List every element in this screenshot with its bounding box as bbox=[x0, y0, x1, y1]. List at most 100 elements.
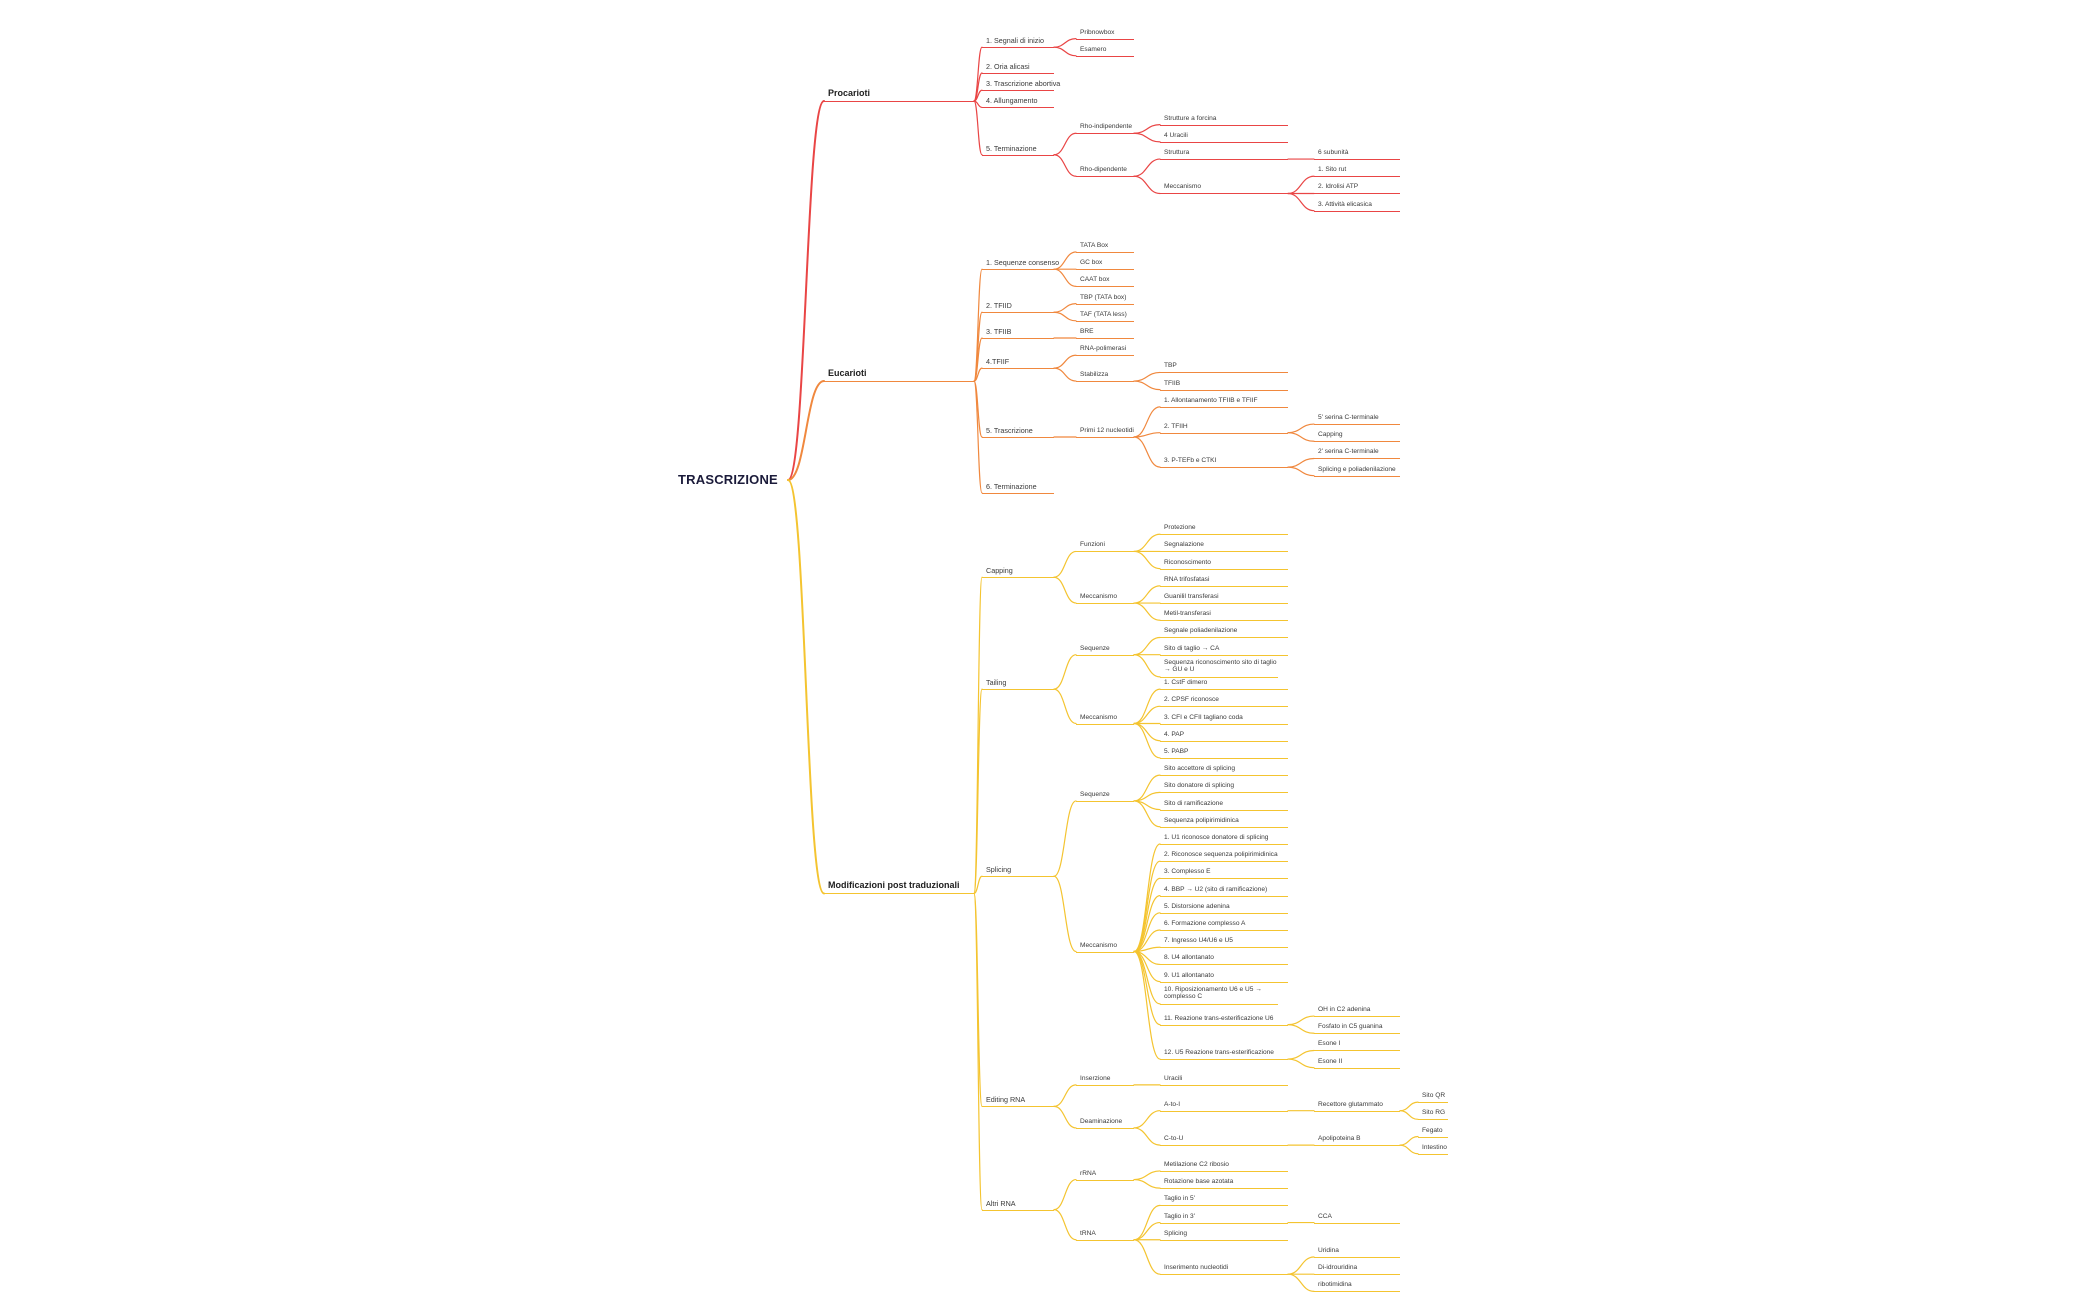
node-pribnowbox[interactable]: Pribnowbox bbox=[1080, 28, 1115, 36]
node-cca[interactable]: CCA bbox=[1318, 1212, 1332, 1220]
node-meccanismo[interactable]: Meccanismo bbox=[1080, 713, 1118, 721]
node-uracili[interactable]: Uracili bbox=[1164, 1074, 1183, 1082]
node-esone-i[interactable]: Esone I bbox=[1318, 1040, 1341, 1048]
node-stabilizza[interactable]: Stabilizza bbox=[1080, 371, 1109, 379]
node-struttura[interactable]: Struttura bbox=[1164, 149, 1190, 157]
node-1-u1-riconosce-donatore-di-splicing[interactable]: 1. U1 riconosce donatore di splicing bbox=[1164, 833, 1269, 841]
node-5-distorsione-adenina[interactable]: 5. Distorsione adenina bbox=[1164, 902, 1230, 910]
node-recettore-glutammato[interactable]: Recettore glutammato bbox=[1318, 1100, 1383, 1108]
node-rho-indipendente[interactable]: Rho-indipendente bbox=[1080, 123, 1133, 131]
node-esamero[interactable]: Esamero bbox=[1080, 45, 1107, 53]
node-strutture-a-forcina[interactable]: Strutture a forcina bbox=[1164, 114, 1217, 122]
node-7-ingresso-u4-u6-e-u5[interactable]: 7. Ingresso U4/U6 e U5 bbox=[1164, 937, 1233, 945]
node-5-trascrizione[interactable]: 5. Trascrizione bbox=[986, 425, 1033, 435]
node-splicing-e-poliadenilazione[interactable]: Splicing e poliadenilazione bbox=[1318, 465, 1396, 473]
node-9-u1-allontanato[interactable]: 9. U1 allontanato bbox=[1164, 971, 1214, 979]
node-editing-rna[interactable]: Editing RNA bbox=[986, 1095, 1026, 1105]
node-metil-transferasi[interactable]: Metil-transferasi bbox=[1164, 610, 1211, 618]
node-metilazione-c2-ribosio[interactable]: Metilazione C2 ribosio bbox=[1164, 1160, 1229, 1168]
node-taglio-in-3[interactable]: Taglio in 3' bbox=[1164, 1212, 1195, 1220]
node-segnale-poliadenilazione[interactable]: Segnale poliadenilazione bbox=[1164, 627, 1238, 635]
node-taf-tata-less[interactable]: TAF (TATA less) bbox=[1080, 310, 1127, 318]
node-rho-dipendente[interactable]: Rho-dipendente bbox=[1080, 166, 1127, 174]
node-protezione[interactable]: Protezione bbox=[1164, 524, 1196, 532]
node-sequenza-riconoscimento-sito-di-taglio-g[interactable]: Sequenza riconoscimento sito di taglio →… bbox=[1164, 658, 1277, 674]
node-meccanismo[interactable]: Meccanismo bbox=[1080, 941, 1118, 949]
node-4-uracili[interactable]: 4 Uracili bbox=[1164, 131, 1188, 139]
node-guanilil-transferasi[interactable]: Guanilil transferasi bbox=[1164, 593, 1219, 601]
node-altri-rna[interactable]: Altri RNA bbox=[986, 1198, 1016, 1208]
node-4-pap[interactable]: 4. PAP bbox=[1164, 730, 1185, 738]
node-rotazione-base-azotata[interactable]: Rotazione base azotata bbox=[1164, 1178, 1234, 1186]
node-fosfato-in-c5-guanina[interactable]: Fosfato in C5 guanina bbox=[1318, 1023, 1383, 1031]
node-tata-box[interactable]: TATA Box bbox=[1080, 241, 1109, 249]
node-sequenza-polipirimidinica[interactable]: Sequenza polipirimidinica bbox=[1164, 816, 1239, 824]
node-3-p-tefb-e-ctki[interactable]: 3. P-TEFb e CTKI bbox=[1164, 457, 1217, 465]
node-5-pabp[interactable]: 5. PABP bbox=[1164, 747, 1189, 755]
node-oh-in-c2-adenina[interactable]: OH in C2 adenina bbox=[1318, 1006, 1371, 1014]
node-4-allungamento[interactable]: 4. Allungamento bbox=[986, 96, 1038, 106]
node-1-segnali-di-inizio[interactable]: 1. Segnali di inizio bbox=[986, 36, 1044, 46]
node-sequenze[interactable]: Sequenze bbox=[1080, 644, 1110, 652]
node-rna-trifosfatasi[interactable]: RNA trifosfatasi bbox=[1164, 575, 1210, 583]
node-tfiib[interactable]: TFIIB bbox=[1164, 379, 1181, 387]
node-sito-qr[interactable]: Sito QR bbox=[1422, 1092, 1446, 1100]
node-11-reazione-trans-esterificazione-u6[interactable]: 11. Reazione trans-esterificazione U6 bbox=[1164, 1014, 1274, 1022]
node-segnalazione[interactable]: Segnalazione bbox=[1164, 541, 1204, 549]
node-3-attivit-elicasica[interactable]: 3. Attività elicasica bbox=[1318, 200, 1372, 208]
node-tbp[interactable]: TBP bbox=[1164, 362, 1177, 370]
node-riconoscimento[interactable]: Riconoscimento bbox=[1164, 558, 1211, 566]
node-caat-box[interactable]: CAAT box bbox=[1080, 276, 1110, 284]
node-2-tfiih[interactable]: 2. TFIIH bbox=[1164, 422, 1188, 430]
node-di-idrouridina[interactable]: Di-idrouridina bbox=[1318, 1264, 1358, 1272]
node-sito-di-taglio-ca[interactable]: Sito di taglio → CA bbox=[1164, 644, 1220, 652]
node-2-cpsf-riconosce[interactable]: 2. CPSF riconosce bbox=[1164, 696, 1219, 704]
root-node-title[interactable]: TRASCRIZIONE bbox=[678, 472, 778, 487]
node-c-to-u[interactable]: C-to-U bbox=[1164, 1135, 1184, 1143]
node-meccanismo[interactable]: Meccanismo bbox=[1080, 593, 1118, 601]
branch-modificazioni-post-traduzionali[interactable]: Modificazioni post traduzionali bbox=[828, 880, 960, 891]
node-3-trascrizione-abortiva[interactable]: 3. Trascrizione abortiva bbox=[986, 79, 1061, 89]
node-1-cstf-dimero[interactable]: 1. CstF dimero bbox=[1164, 679, 1208, 687]
node-2-serina-c-terminale[interactable]: 2' serina C-terminale bbox=[1318, 448, 1379, 456]
node-2-riconosce-sequenza-polipirimidinica[interactable]: 2. Riconosce sequenza polipirimidinica bbox=[1164, 851, 1278, 859]
node-tailing[interactable]: Tailing bbox=[986, 678, 1007, 688]
node-trna[interactable]: tRNA bbox=[1080, 1229, 1096, 1237]
node-2-idrolisi-atp[interactable]: 2. Idrolisi ATP bbox=[1318, 183, 1359, 191]
node-tbp-tata-box[interactable]: TBP (TATA box) bbox=[1080, 293, 1127, 301]
node-intestino[interactable]: Intestino bbox=[1422, 1143, 1447, 1151]
node-taglio-in-5[interactable]: Taglio in 5' bbox=[1164, 1195, 1195, 1203]
node-apolipoteina-b[interactable]: Apolipoteina B bbox=[1318, 1135, 1361, 1143]
node-uridina[interactable]: Uridina bbox=[1318, 1246, 1339, 1254]
node-splicing[interactable]: Splicing bbox=[1164, 1229, 1188, 1237]
node-12-u5-reazione-trans-esterificazione[interactable]: 12. U5 Reazione trans-esterificazione bbox=[1164, 1049, 1274, 1057]
node-primi-12-nucleotidi[interactable]: Primi 12 nucleotidi bbox=[1080, 426, 1134, 434]
node-1-sito-rut[interactable]: 1. Sito rut bbox=[1318, 166, 1347, 174]
node-5-serina-c-terminale[interactable]: 5' serina C-terminale bbox=[1318, 414, 1379, 422]
node-ribotimidina[interactable]: ribotimidina bbox=[1318, 1281, 1352, 1289]
node-a-to-i[interactable]: A-to-I bbox=[1164, 1100, 1181, 1108]
node-bre[interactable]: BRE bbox=[1080, 328, 1094, 336]
node-funzioni[interactable]: Funzioni bbox=[1080, 541, 1105, 549]
node-3-cfi-e-cfii-tagliano-coda[interactable]: 3. CFI e CFII tagliano coda bbox=[1164, 713, 1243, 721]
node-6-terminazione[interactable]: 6. Terminazione bbox=[986, 481, 1037, 491]
node-rna-polimerasi[interactable]: RNA-polimerasi bbox=[1080, 345, 1127, 353]
node-sito-donatore-di-splicing[interactable]: Sito donatore di splicing bbox=[1164, 782, 1235, 790]
node-1-sequenze-consenso[interactable]: 1. Sequenze consenso bbox=[986, 258, 1060, 268]
node-8-u4-allontanato[interactable]: 8. U4 allontanato bbox=[1164, 954, 1214, 962]
node-sequenze[interactable]: Sequenze bbox=[1080, 790, 1110, 798]
node-1-allontanamento-tfiib-e-tfiif[interactable]: 1. Allontanamento TFIIB e TFIIF bbox=[1164, 396, 1258, 404]
node-6-subunit[interactable]: 6 subunità bbox=[1318, 149, 1349, 157]
node-fegato[interactable]: Fegato bbox=[1422, 1126, 1443, 1134]
node-2-oria-alicasi[interactable]: 2. Oria alicasi bbox=[986, 62, 1030, 72]
node-sito-di-ramificazione[interactable]: Sito di ramificazione bbox=[1164, 799, 1224, 807]
branch-procarioti[interactable]: Procarioti bbox=[828, 87, 871, 98]
node-3-complesso-e[interactable]: 3. Complesso E bbox=[1164, 868, 1211, 876]
node-sito-accettore-di-splicing[interactable]: Sito accettore di splicing bbox=[1164, 765, 1236, 773]
node-esone-ii[interactable]: Esone II bbox=[1318, 1057, 1343, 1065]
node-6-formazione-complesso-a[interactable]: 6. Formazione complesso A bbox=[1164, 920, 1246, 927]
node-capping[interactable]: Capping bbox=[1318, 431, 1343, 439]
node-rrna[interactable]: rRNA bbox=[1080, 1169, 1097, 1177]
node-4-bbp-u2-sito-di-ramificazione[interactable]: 4. BBP → U2 (sito di ramificazione) bbox=[1164, 885, 1268, 893]
node-capping[interactable]: Capping bbox=[986, 566, 1013, 576]
